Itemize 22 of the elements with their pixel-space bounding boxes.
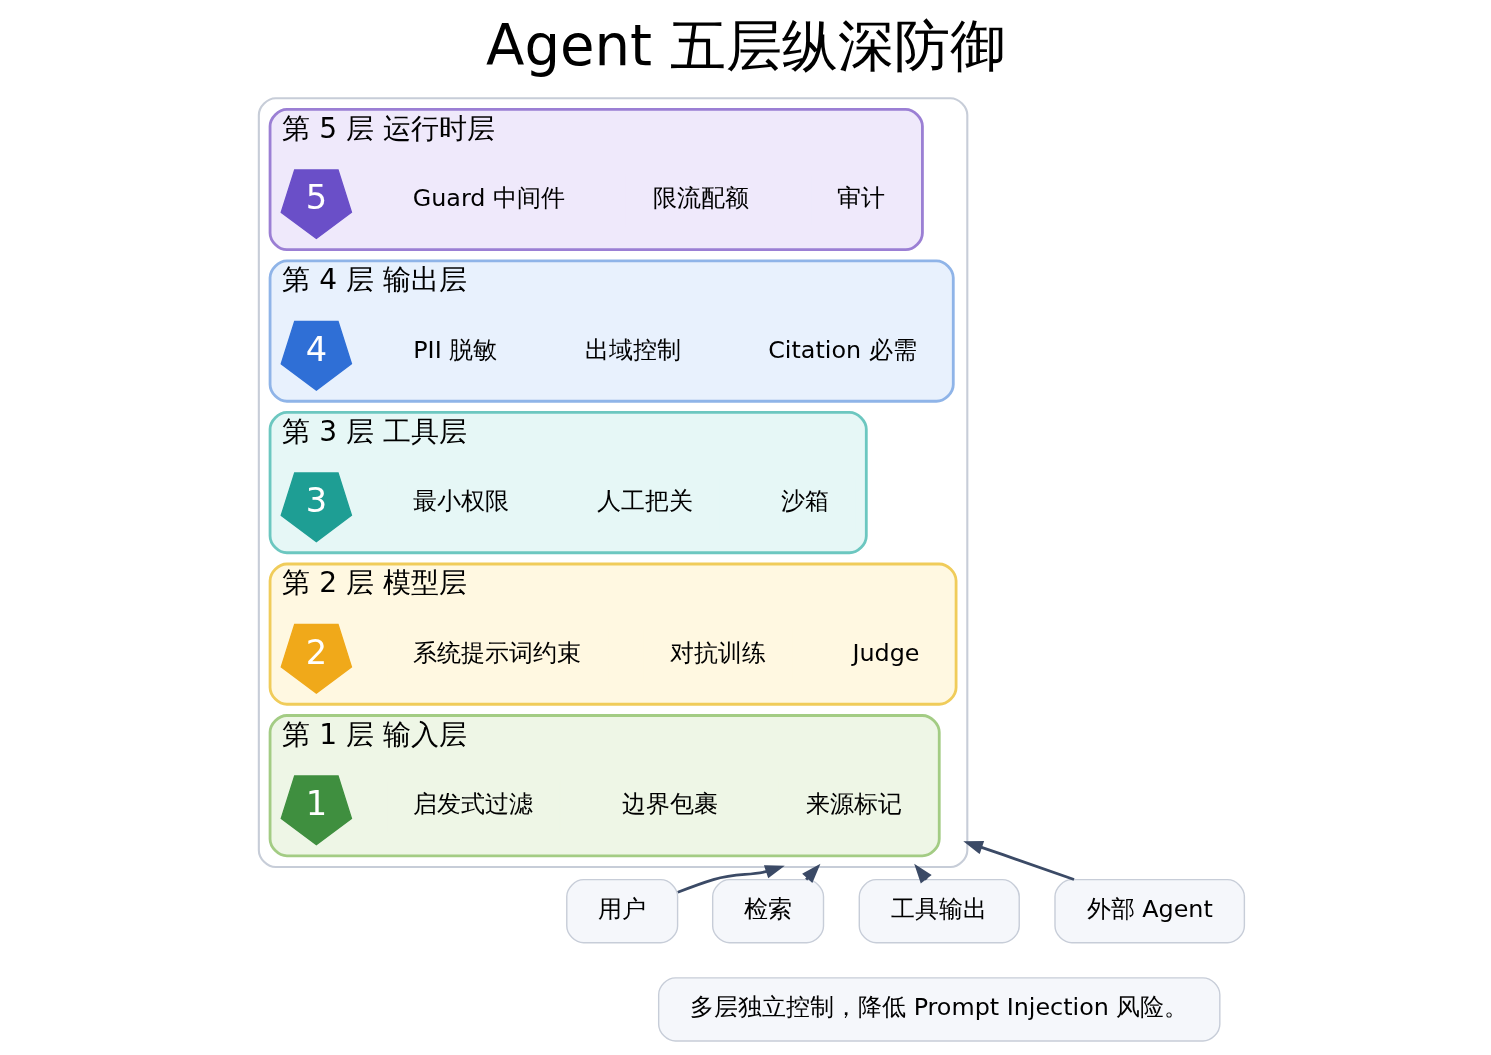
node-text: 来源标记 — [805, 790, 902, 819]
node-text: 最小权限 — [412, 487, 509, 516]
node-text: 出域控制 — [584, 335, 681, 364]
node-text: 对抗训练 — [669, 638, 766, 667]
node-text: 启发式过滤 — [412, 790, 533, 819]
node-box: 多层独立控制，降低 Prompt Injection 风险。 — [657, 977, 1221, 1042]
node-text: 沙箱 — [780, 487, 829, 516]
arrow — [676, 865, 785, 894]
cluster — [257, 97, 968, 869]
node-box: 用户 — [565, 878, 678, 944]
node-text: 人工把关 — [596, 487, 693, 516]
node-text: Guard 中间件 — [412, 184, 565, 213]
arrow — [962, 841, 1074, 881]
node-text: 限流配额 — [652, 184, 749, 213]
node-box: 外部 Agent — [1053, 878, 1245, 944]
node-text: Citation 必需 — [767, 335, 917, 364]
node-text: 系统提示词约束 — [412, 638, 581, 667]
node-text: 审计 — [836, 184, 885, 213]
node-text: Judge — [851, 638, 919, 667]
node-text: PII 脱敏 — [412, 335, 497, 364]
diagram-title: Agent 五层纵深防御 — [485, 12, 1006, 78]
node-text: 边界包裹 — [621, 790, 718, 819]
